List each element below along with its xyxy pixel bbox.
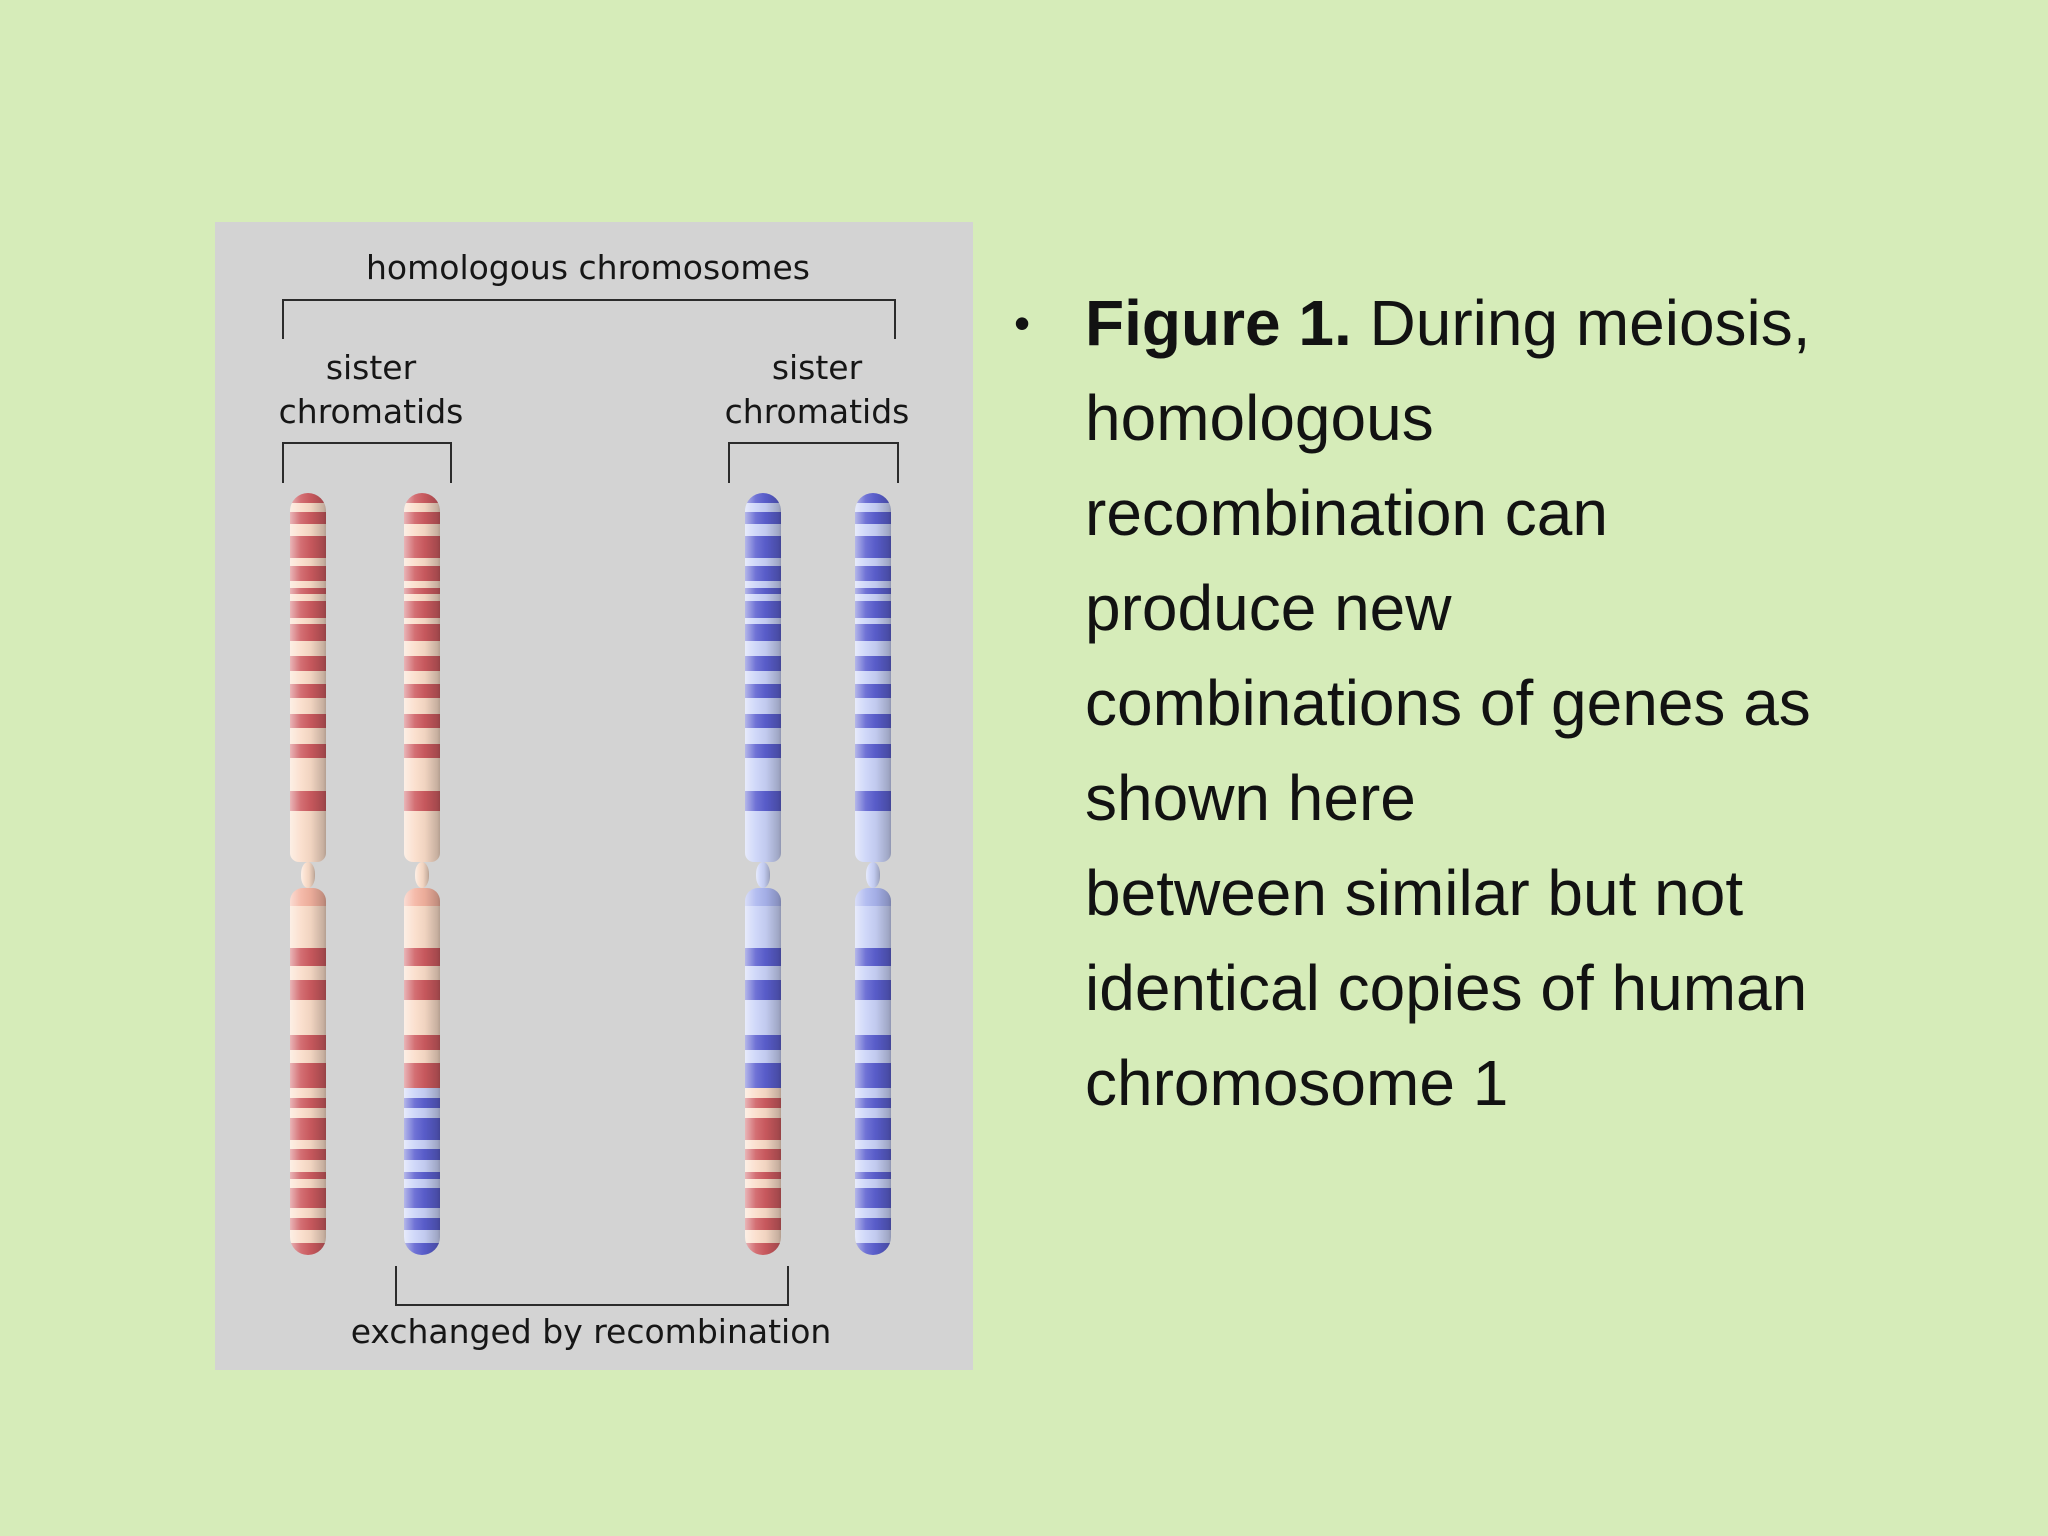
caption-line: recombination can <box>1085 477 1608 549</box>
chromatid-4-centromere <box>866 862 880 888</box>
chromatid-1 <box>290 493 326 1255</box>
exchanged-by-recombination-label: exchanged by recombination <box>350 1312 832 1351</box>
chromatid-2-bottom-arm <box>404 888 440 1255</box>
caption-line: produce new <box>1085 572 1452 644</box>
figure-panel: homologous chromosomes sister chromatids… <box>215 222 973 1370</box>
chromatid-3-bottom-arm <box>745 888 781 1255</box>
sister-chromatids-label-right: sister chromatids <box>707 346 927 434</box>
sister-label-right-line1: sister <box>771 348 863 387</box>
chromatid-3 <box>745 493 781 1255</box>
caption-line: between similar but not <box>1085 857 1744 929</box>
exchanged-bracket <box>395 1266 789 1306</box>
homologous-bracket <box>282 299 896 339</box>
caption-line: homologous <box>1085 382 1434 454</box>
chromatid-1-centromere <box>301 862 315 888</box>
chromatid-2 <box>404 493 440 1255</box>
caption-line: combinations of genes as <box>1085 667 1811 739</box>
bullet-icon: • <box>1014 297 1031 349</box>
caption-text: Figure 1. During meiosis, homologous reco… <box>1085 276 1811 1131</box>
chromatid-3-centromere <box>756 862 770 888</box>
sister-label-left-line2: chromatids <box>278 392 464 431</box>
caption-line-1-rest: During meiosis, <box>1351 287 1811 359</box>
chromatid-2-centromere <box>415 862 429 888</box>
caption: • Figure 1. During meiosis, homologous re… <box>1012 276 1811 1131</box>
sister-bracket-left <box>282 442 452 483</box>
sister-label-left-line1: sister <box>325 348 417 387</box>
chromatid-2-top-arm <box>404 493 440 862</box>
chromatid-1-bottom-arm <box>290 888 326 1255</box>
caption-line: shown here <box>1085 762 1416 834</box>
chromatid-4-top-arm <box>855 493 891 862</box>
caption-figure-label: Figure 1. <box>1085 287 1352 359</box>
sister-bracket-right <box>728 442 899 483</box>
chromatid-1-top-arm <box>290 493 326 862</box>
homologous-chromosomes-label: homologous chromosomes <box>366 248 810 287</box>
sister-chromatids-label-left: sister chromatids <box>261 346 481 434</box>
chromatid-4-bottom-arm <box>855 888 891 1255</box>
caption-line: chromosome 1 <box>1085 1047 1509 1119</box>
chromatid-3-top-arm <box>745 493 781 862</box>
chromatid-4 <box>855 493 891 1255</box>
caption-line: identical copies of human <box>1085 952 1808 1024</box>
caption-line-1: Figure 1. During meiosis, <box>1085 276 1811 371</box>
caption-lines: homologous recombination can produce new co… <box>1085 371 1811 1131</box>
sister-label-right-line2: chromatids <box>724 392 910 431</box>
